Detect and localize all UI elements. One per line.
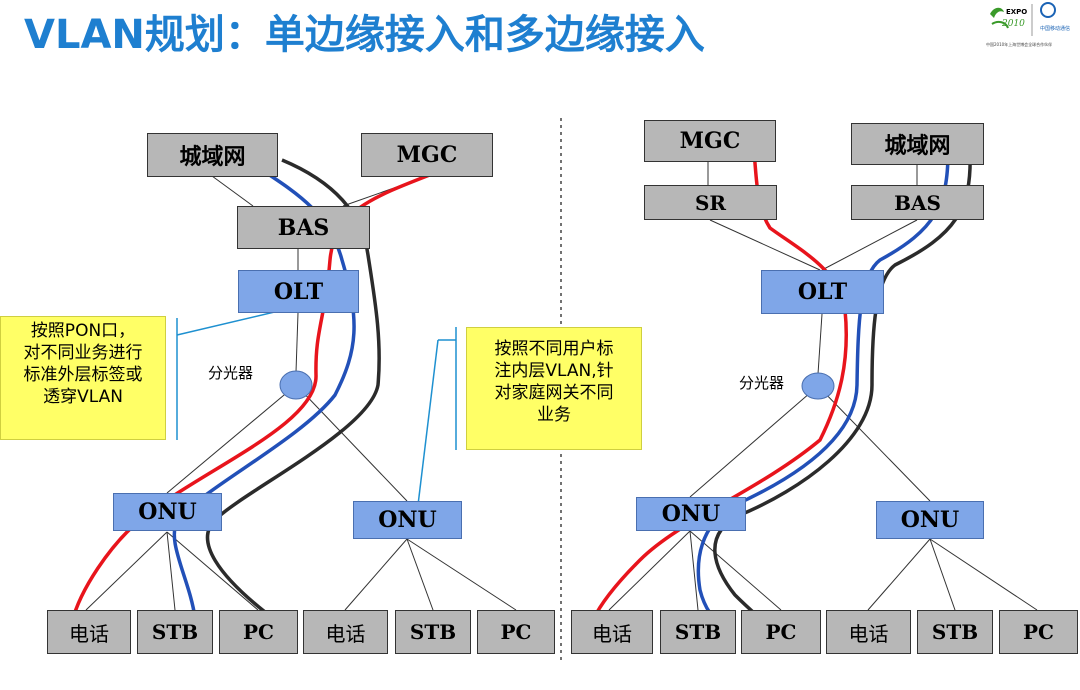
left-onu1-node: ONU [113, 493, 222, 531]
left-mgc-node: MGC [361, 133, 493, 177]
right-onu1-node: ONU [636, 497, 746, 531]
left-bas-node: BAS [237, 206, 370, 249]
right-pc1-node: PC [741, 610, 821, 654]
left-splitter-label: 分光器 [208, 364, 254, 382]
left-phone1-label: 电话 [69, 621, 109, 646]
right-data-path [713, 151, 972, 628]
right-splitter-label: 分光器 [739, 374, 785, 392]
right-pc2-label: PC [1023, 620, 1054, 644]
left-phone2-label: 电话 [325, 621, 366, 646]
left-metro-label: 城域网 [179, 144, 246, 170]
left-onu1-label: ONU [138, 499, 197, 525]
right-callout-line2: 注内层VLAN,针 [494, 361, 614, 381]
left-mgc-label: MGC [396, 142, 458, 168]
left-olt-node: OLT [238, 270, 359, 313]
right-iptv-path [696, 151, 950, 624]
callout-leaders [176, 309, 457, 506]
left-stb2-node: STB [395, 610, 471, 654]
left-callout: 按照PON口， 对不同业务进行 标准外层标签或 透穿VLAN [0, 316, 166, 440]
right-stb2-node: STB [917, 610, 993, 654]
logo-year-text: 2010 [1001, 19, 1025, 29]
logo-expo-text: EXPO [1006, 8, 1027, 16]
right-mgc-node: MGC [644, 120, 776, 162]
left-callout-line2: 对不同业务进行 [23, 343, 143, 363]
left-pc1-label: PC [243, 620, 274, 644]
right-bas-node: BAS [851, 185, 984, 220]
right-phone2-label: 电话 [848, 621, 889, 646]
right-olt-label: OLT [797, 279, 848, 305]
right-pc2-node: PC [999, 610, 1078, 654]
left-pc2-node: PC [477, 610, 555, 654]
left-callout-line1: 按照PON口， [30, 321, 136, 341]
left-stb2-label: STB [409, 620, 457, 644]
right-voice-path [591, 141, 849, 621]
left-pc1-node: PC [219, 610, 298, 654]
left-callout-line4: 透穿VLAN [43, 387, 123, 407]
right-metro-label: 城域网 [884, 133, 951, 159]
right-onu2-node: ONU [876, 501, 984, 539]
right-onu2-label: ONU [900, 507, 960, 533]
left-onu2-label: ONU [378, 507, 437, 533]
right-mgc-label: MGC [679, 128, 741, 154]
right-phone1-label: 电话 [592, 621, 632, 646]
logo-partner-caption: 中国2010年上海世博会全球合作伙伴 [986, 41, 1052, 47]
logo-brand-text: 中国移动通信 [1040, 25, 1070, 32]
expo-logo: EXPO 2010 中国移动通信 中国2010年上海世博会全球合作伙伴 [984, 0, 1080, 58]
right-callout: 按照不同用户标 注内层VLAN,针 对家庭网关不同 业务 [466, 327, 642, 450]
right-phone2-node: 电话 [826, 610, 911, 654]
left-stb1-node: STB [137, 610, 213, 654]
left-onu2-node: ONU [353, 501, 462, 539]
left-bas-label: BAS [277, 214, 330, 241]
left-olt-label: OLT [273, 278, 324, 305]
right-sr-node: SR [644, 185, 777, 220]
right-stb1-label: STB [674, 620, 722, 644]
left-metro-node: 城域网 [147, 133, 278, 177]
left-phone1-node: 电话 [47, 610, 131, 654]
right-onu1-label: ONU [661, 501, 721, 527]
right-pc1-label: PC [765, 620, 797, 644]
right-callout-line1: 按照不同用户标 [494, 339, 614, 359]
right-callout-line3: 对家庭网关不同 [494, 383, 614, 403]
right-callout-line4: 业务 [537, 405, 571, 425]
left-callout-line3: 标准外层标签或 [23, 365, 143, 385]
right-bas-label: BAS [894, 190, 941, 215]
left-stb1-label: STB [151, 620, 199, 644]
left-pc2-label: PC [500, 620, 532, 644]
right-olt-node: OLT [761, 270, 884, 314]
left-phone2-node: 电话 [303, 610, 388, 654]
right-stb1-node: STB [660, 610, 736, 654]
right-metro-node: 城域网 [851, 123, 984, 165]
right-stb2-label: STB [931, 620, 979, 644]
right-phone1-node: 电话 [571, 610, 653, 654]
right-topology-lines [608, 162, 1038, 611]
right-sr-label: SR [694, 190, 727, 215]
page-title: VLAN规划：单边缘接入和多边缘接入 [24, 12, 705, 58]
